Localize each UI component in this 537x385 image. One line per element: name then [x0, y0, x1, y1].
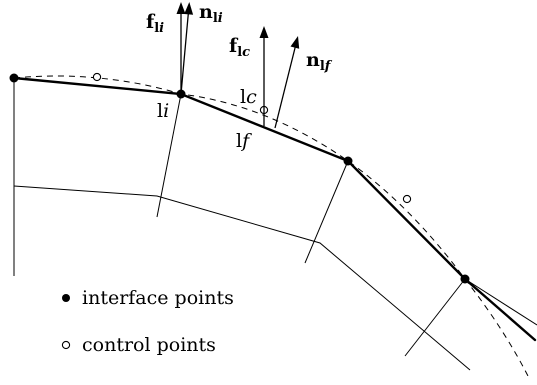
interface-point [9, 73, 19, 83]
mesh-lines [13, 78, 537, 371]
interface-point [343, 156, 353, 166]
label-f-lc: flc [229, 35, 250, 60]
legend-interface-label: interface points [82, 287, 234, 309]
n-li-arrowhead [184, 2, 194, 15]
label-point-lf: lf [236, 130, 252, 152]
vectors [176, 2, 300, 129]
n-lf-arrowhead [290, 36, 300, 49]
control-curve [13, 75, 531, 381]
labels: fli nli flc nlf li lc lf [146, 1, 333, 152]
label-point-lc: lc [240, 86, 257, 108]
interface-point [460, 274, 470, 284]
label-n-lf: nlf [306, 49, 333, 74]
f-li-arrowhead [176, 2, 186, 14]
f-lc-arrowhead [259, 26, 269, 38]
control-point [402, 194, 412, 204]
n-li-arrow [180, 5, 190, 95]
n-lf-arrow [274, 39, 298, 129]
mesh-line [404, 278, 466, 357]
mesh-line [156, 93, 182, 218]
label-point-li: li [157, 100, 169, 122]
legend: interface points control points [61, 287, 234, 356]
label-f-li: fli [146, 11, 164, 36]
legend-interface-marker [62, 294, 70, 302]
control-point [92, 72, 102, 82]
mesh-line [304, 160, 349, 264]
mesh-line [464, 278, 537, 326]
label-n-li: nli [199, 1, 223, 26]
legend-control-marker [61, 340, 71, 350]
mesh-curve-inner [13, 185, 471, 371]
legend-control-label: control points [82, 334, 216, 356]
